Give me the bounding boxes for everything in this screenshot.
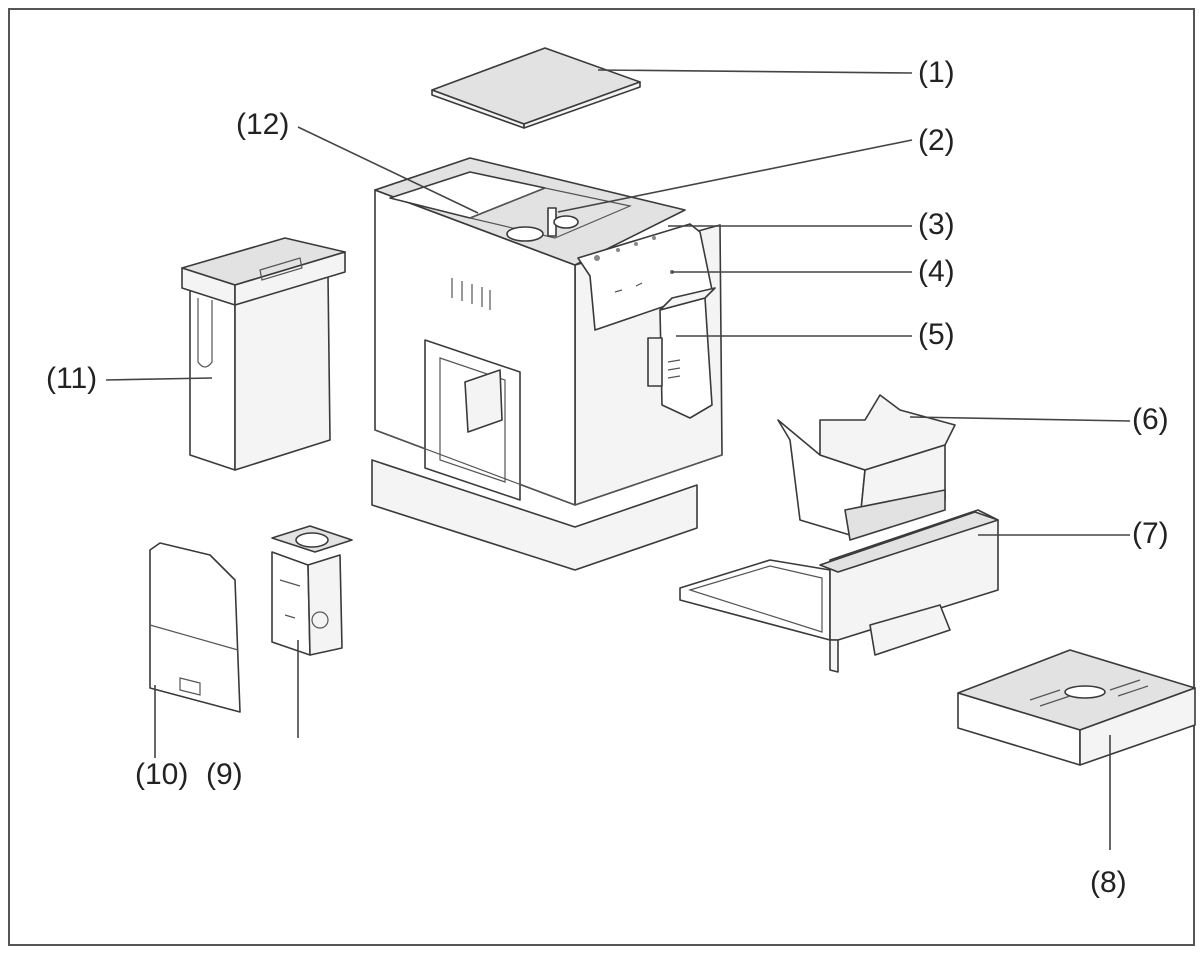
callout-3: (3) xyxy=(918,208,955,241)
leader-6 xyxy=(909,416,1131,422)
part-grounds-container xyxy=(777,394,956,541)
part-coffee-outlet xyxy=(647,287,716,419)
part-lid xyxy=(431,47,641,129)
callout-9: (9) xyxy=(206,758,243,791)
part-drip-tray-cover xyxy=(957,649,1196,766)
leader-lines xyxy=(105,69,1131,850)
leader-2 xyxy=(557,139,913,213)
part-brewing-unit-cover xyxy=(149,542,241,713)
part-drip-tray xyxy=(679,509,999,673)
leader-12 xyxy=(297,126,479,214)
callout-11: (11) xyxy=(46,362,98,395)
callout-10: (10) xyxy=(135,758,189,791)
leader-1 xyxy=(597,69,913,74)
callout-5: (5) xyxy=(918,318,955,351)
callout-2: (2) xyxy=(918,124,955,157)
callout-7: (7) xyxy=(1132,517,1169,550)
callout-12: (12) xyxy=(236,108,290,141)
leader-11 xyxy=(105,377,213,381)
part-brewing-unit xyxy=(271,525,353,656)
callout-6: (6) xyxy=(1132,403,1169,436)
callout-1: (1) xyxy=(918,56,955,89)
part-water-tank xyxy=(181,237,346,471)
callout-4: (4) xyxy=(918,255,955,288)
part-machine-body xyxy=(371,157,723,571)
callout-8: (8) xyxy=(1090,866,1127,899)
